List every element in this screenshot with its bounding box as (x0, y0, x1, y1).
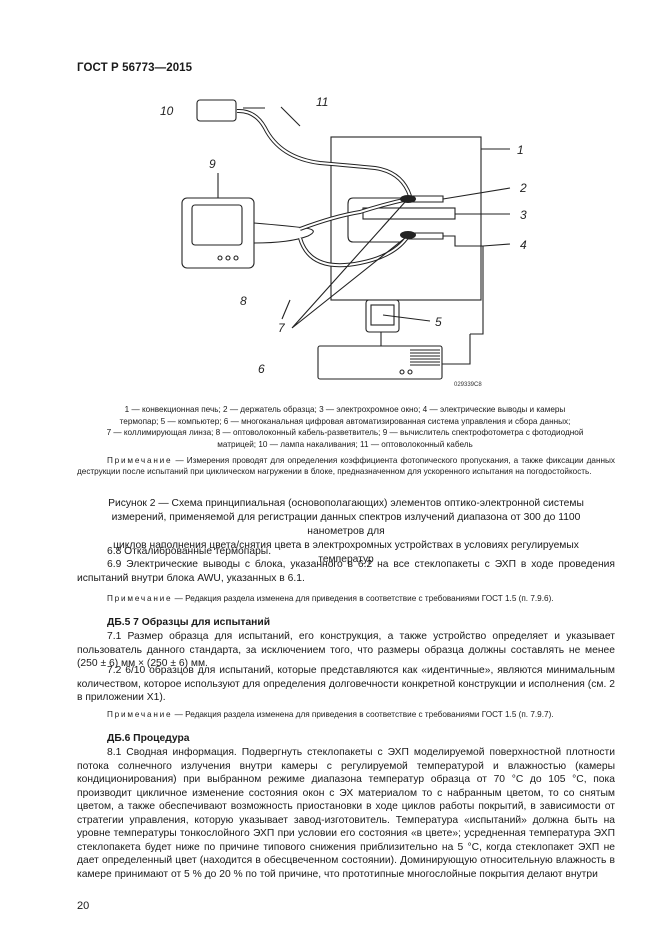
paragraph-7-2: 7.2 6/10 образцов для испытаний, которые… (77, 665, 615, 703)
paragraph-6-8: 6.8 Откалиброванные термопары. (107, 546, 272, 557)
legend-line: термопар; 5 — компьютер; 6 — многоканаль… (119, 416, 571, 426)
note-label: Примечание (107, 456, 173, 465)
note-label: Примечание (107, 594, 173, 603)
caption-line: Рисунок 2 — Схема принципиальная (осново… (108, 498, 584, 509)
note-label: Примечание (107, 710, 173, 719)
legend-line: 7 — коллимирующая линза; 8 — оптоволокон… (106, 428, 584, 437)
figure-label: 9 (209, 157, 216, 171)
computer-monitor (365, 299, 400, 333)
figure-label: 6 (258, 362, 265, 376)
section-heading-db5: ДБ.5 7 Образцы для испытаний (107, 617, 271, 628)
note-6-9: Примечание — Редакция раздела изменена д… (77, 593, 615, 604)
note-text: — Редакция раздела изменена для приведен… (172, 710, 554, 719)
caption-line: циклов наполнения цвета/снятия цвета в э… (113, 540, 579, 565)
page-number: 20 (77, 900, 90, 912)
data-acquisition-unit (317, 345, 443, 380)
figure-label: 11 (316, 95, 328, 109)
electrochromic-window (362, 207, 456, 220)
caption-line: измерений, применяемой для регистрации д… (111, 512, 581, 537)
section-heading-db6: ДБ.6 Процедура (107, 733, 190, 744)
paragraph-6-9: 6.9 Электрические выводы с блока, указан… (77, 559, 615, 584)
schematic-figure: 10 11 1 2 3 4 9 8 7 5 6 029339C8 (160, 95, 527, 388)
document-header: ГОСТ Р 56773—2015 (77, 62, 193, 74)
note-text: — Измерения проводят для определения коэ… (77, 456, 615, 477)
figure-code: 029339C8 (454, 382, 482, 388)
figure-label: 7 (278, 321, 286, 335)
figure-legend: 1 — конвекционная печь; 2 — держатель об… (60, 404, 630, 450)
legend-line: матрицей; 10 — лампа накаливания; 11 — о… (217, 439, 473, 449)
paragraph-8-1: 8.1 Сводная информация. Подвергнуть стек… (77, 747, 615, 880)
incandescent-lamp (196, 99, 237, 122)
figure-label: 8 (240, 294, 247, 308)
sample-holder (347, 197, 405, 243)
figure-caption: Рисунок 2 — Схема принципиальная (осново… (96, 497, 596, 567)
electrical-leads (443, 235, 483, 247)
note-7-2: Примечание — Редакция раздела изменена д… (77, 709, 615, 720)
figure-label: 1 (517, 143, 524, 157)
figure-label: 5 (435, 315, 442, 329)
paragraph-7-1: 7.1 Размер образца для испытаний, его ко… (77, 631, 615, 669)
fiber-splitter (253, 222, 314, 244)
legend-line: 1 — конвекционная печь; 2 — держатель об… (124, 405, 566, 414)
figure-note: Примечание — Измерения проводят для опре… (77, 455, 615, 478)
figure-label: 2 (519, 181, 527, 195)
figure-label: 3 (520, 208, 527, 222)
figure-label: 10 (160, 104, 174, 118)
figure-label: 4 (520, 238, 527, 252)
note-text: — Редакция раздела изменена для приведен… (172, 594, 554, 603)
